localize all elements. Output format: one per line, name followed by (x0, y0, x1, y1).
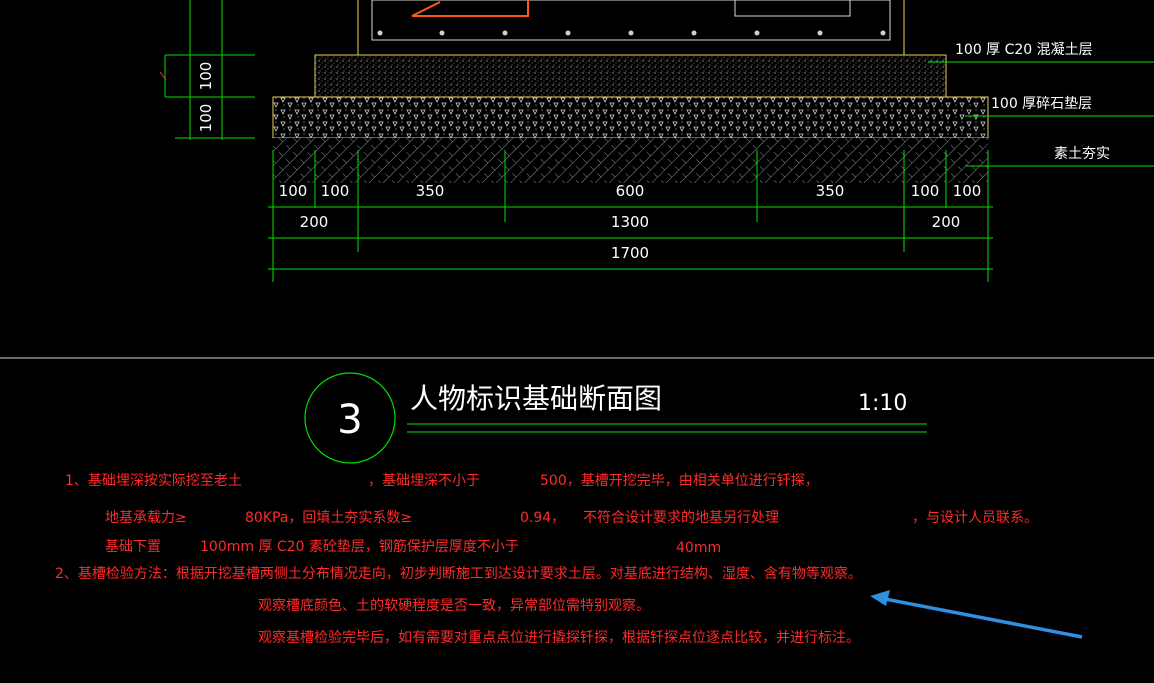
arrow-annotation (870, 590, 1083, 639)
vdim-1: 100 (197, 62, 215, 91)
dim-100-c: 100 (911, 182, 940, 200)
note-2a: 地基承载力≥ (105, 509, 187, 526)
note-6: 观察基槽检验完毕后，如有需要对重点点位进行撬探钎探，根据钎探点位逐点比较，并进行… (258, 629, 860, 646)
note-2e: ，与设计人员联系。 (912, 510, 1038, 526)
dimension-row-1: 100 100 350 600 350 100 100 (279, 182, 982, 200)
note-2d: 不符合设计要求的地基另行处理 (583, 509, 779, 526)
label-concrete: 100 厚 C20 混凝土层 (955, 42, 1093, 58)
rebar-orange (411, 0, 529, 17)
dim-600: 600 (616, 182, 645, 200)
note-1c: 500，基槽开挖完毕，由相关单位进行钎探， (540, 472, 819, 489)
note-3a: 基础下置 (105, 538, 161, 555)
vertical-dimension: 100 100 (159, 0, 255, 140)
note-3b: 100mm 厚 C20 素砼垫层，钢筋保护层厚度不小于 (200, 538, 519, 555)
dim-1700: 1700 (611, 244, 649, 262)
note-2b: 80KPa，回填土夯实系数≥ (245, 510, 412, 526)
soil-layer (273, 138, 988, 183)
dim-200-a: 200 (300, 213, 329, 231)
label-soil: 素土夯实 (1054, 146, 1110, 162)
section-number: 3 (337, 397, 362, 443)
dim-350-a: 350 (416, 182, 445, 200)
dim-200-b: 200 (932, 213, 961, 231)
label-gravel: 100 厚碎石垫层 (991, 96, 1092, 112)
section-circle (304, 372, 396, 464)
note-2c: 0.94， (520, 510, 565, 526)
horizontal-dimensions (268, 150, 993, 282)
footing-pedestal (357, 0, 905, 55)
dim-100-a: 100 (279, 182, 308, 200)
title-block: 3 人物标识基础断面图 1:10 (304, 372, 927, 464)
gravel-layer (272, 96, 989, 139)
note-3c: 40mm (676, 540, 721, 556)
notes: 1、基础埋深按实际挖至老土 ，基础埋深不小于 500，基槽开挖完毕，由相关单位进… (55, 472, 1038, 646)
dim-1300: 1300 (611, 213, 649, 231)
concrete-layer (314, 54, 947, 98)
layer-leaders: 100 厚 C20 混凝土层 100 厚碎石垫层 素土夯实 (928, 42, 1154, 167)
note-4: 2、基槽检验方法：根据开挖基槽两侧土分布情况走向，初步判断施工到达设计要求土层。… (55, 565, 862, 582)
dim-100-d: 100 (953, 182, 982, 200)
vdim-2: 100 (197, 104, 215, 133)
section-scale: 1:10 (858, 391, 907, 416)
note-1b: ，基础埋深不小于 (368, 472, 480, 489)
note-1a: 1、基础埋深按实际挖至老土 (65, 472, 242, 489)
dimension-row-3: 1700 (611, 244, 649, 262)
section-title: 人物标识基础断面图 (410, 382, 662, 415)
rebar-dots (377, 30, 886, 36)
note-5: 观察槽底颜色、土的软硬程度是否一致，异常部位需特别观察。 (258, 597, 650, 614)
dimension-row-2: 200 1300 200 (300, 213, 961, 231)
dim-350-b: 350 (816, 182, 845, 200)
dim-100-b: 100 (321, 182, 350, 200)
